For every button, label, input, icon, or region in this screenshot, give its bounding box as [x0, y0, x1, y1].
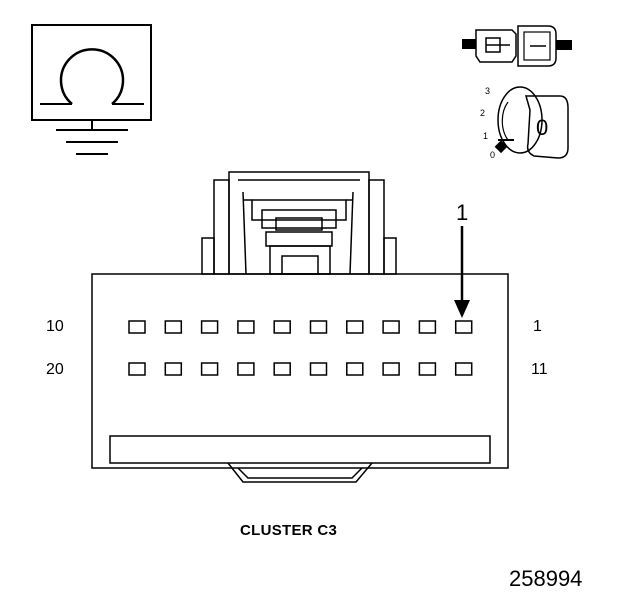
row2-right-pin-label: 11: [531, 361, 548, 378]
pin-cavity: [128, 320, 146, 334]
pin-cavity: [309, 320, 328, 334]
row1-left-pin-label: 10: [46, 318, 64, 335]
row1-right-pin-label: 1: [533, 318, 542, 335]
pin-cavity: [454, 362, 473, 376]
callout-number: 1: [456, 200, 469, 225]
pin-cavity: [237, 362, 255, 376]
callout-arrow: [454, 226, 470, 318]
pin-cavity: [309, 362, 328, 376]
ground-circuit-icon: [31, 24, 152, 155]
ignition-position-0: 0: [490, 150, 496, 160]
connector-plug-icon: [462, 25, 572, 67]
pin-cavity: [200, 362, 219, 376]
pin-cavity: [418, 362, 437, 376]
pin-cavity: [454, 320, 473, 334]
ignition-position-1: 1: [483, 131, 489, 141]
pin-cavity: [164, 362, 183, 376]
pin-cavity: [346, 320, 364, 334]
pin-cavity: [273, 362, 291, 376]
pin-cavity: [273, 320, 291, 334]
connector-title: CLUSTER C3: [240, 522, 338, 539]
pin-cavity: [382, 362, 400, 376]
figure-id: 258994: [509, 566, 583, 591]
pin-cavity: [418, 320, 437, 334]
ignition-key-label: 0: [536, 115, 549, 140]
pin-cavities: [128, 320, 473, 376]
ignition-key-icon: [494, 86, 569, 159]
pin-cavity: [164, 320, 183, 334]
pin-cavity: [346, 362, 364, 376]
ignition-position-3: 3: [485, 86, 491, 96]
connector-body: [91, 273, 509, 483]
pin-cavity: [200, 320, 219, 334]
pin-cavity: [237, 320, 255, 334]
ignition-position-2: 2: [480, 108, 486, 118]
connector-latch: [201, 171, 397, 275]
pin-cavity: [128, 362, 146, 376]
pin-cavity: [382, 320, 400, 334]
row2-left-pin-label: 20: [46, 361, 64, 378]
